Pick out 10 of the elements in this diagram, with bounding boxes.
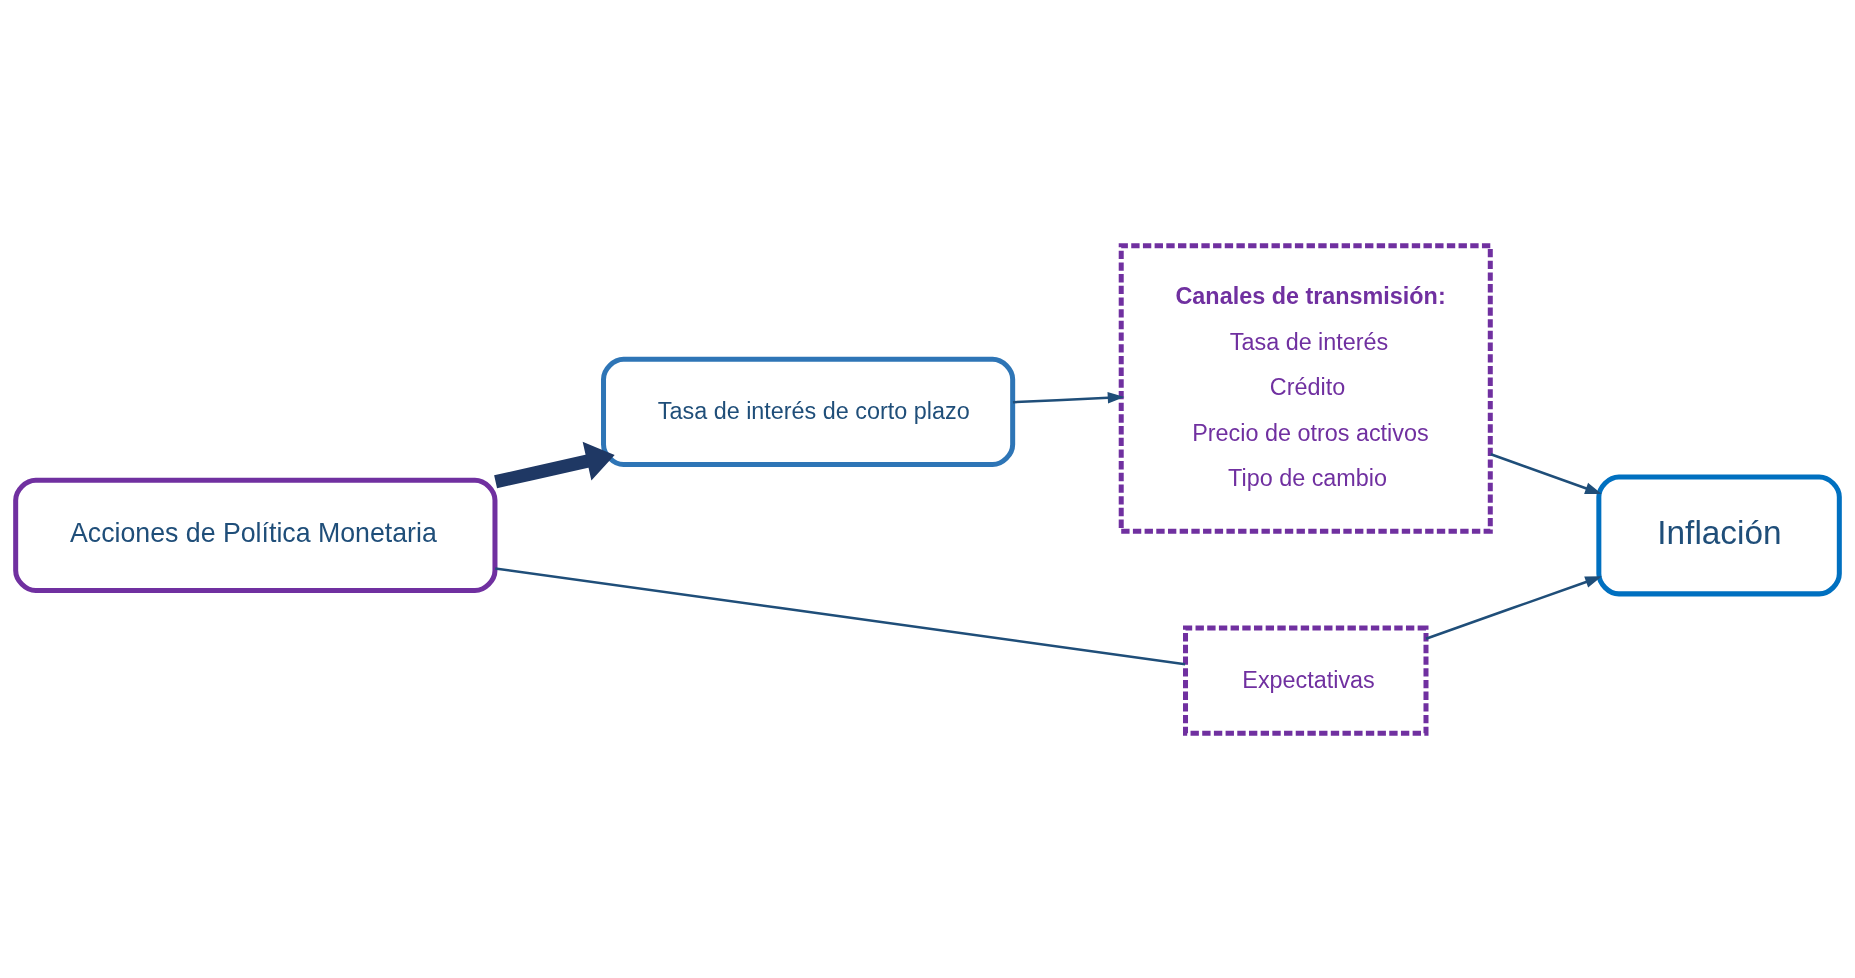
arrow [1012,391,1125,404]
connector [495,566,1186,665]
arrow [494,441,615,488]
arrow [1490,452,1602,494]
node-box: Acciones de Política Monetaria [13,477,498,593]
node-box: Tasa de interés de corto plazo [601,356,1016,467]
node-box: Expectativas [1183,625,1429,736]
node-box: Canales de transmisión: Tasa de interés Crédito Precio de otros activos Tipo de cambio [1118,242,1493,534]
node-box: Inflación [1596,473,1842,596]
arrow [1425,575,1602,640]
